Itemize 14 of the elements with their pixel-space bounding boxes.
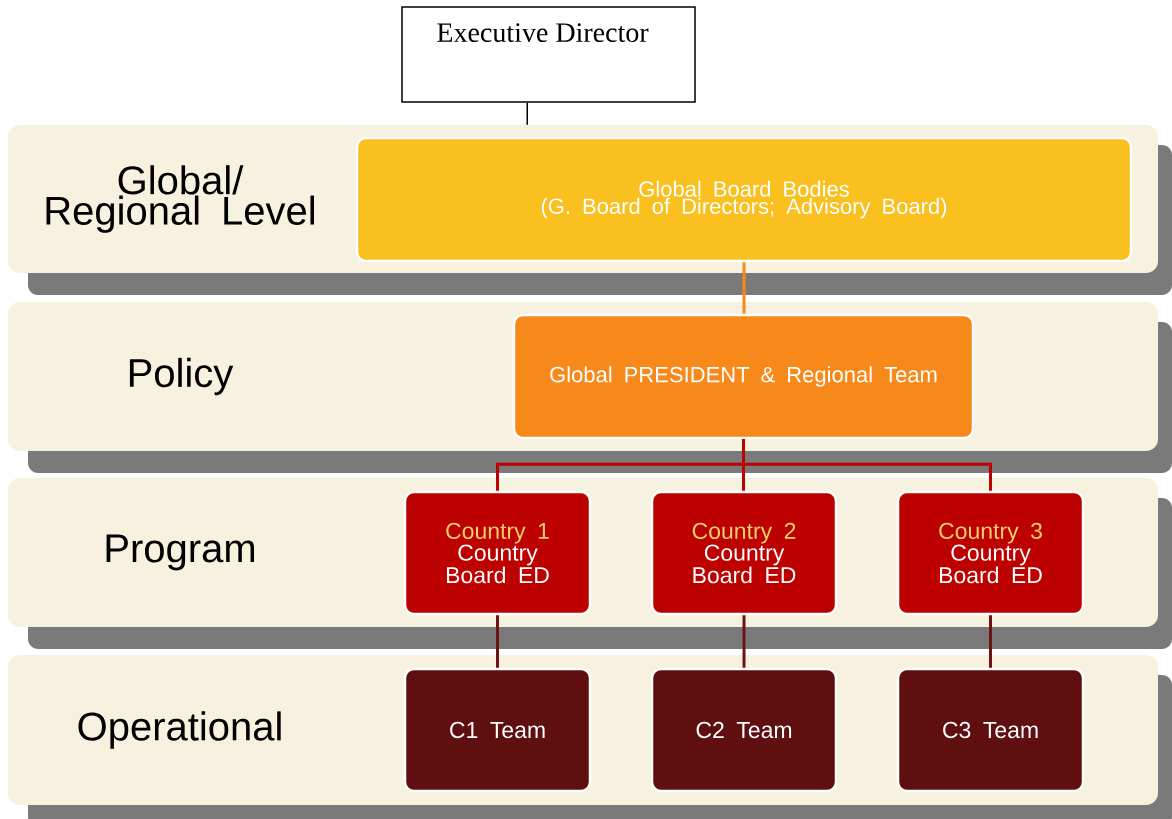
connector-line	[742, 615, 746, 668]
org-box: Global PRESIDENT & Regional Team	[512, 313, 975, 440]
org-box: C1 Team	[403, 667, 592, 793]
org-box: C2 Team	[650, 667, 838, 793]
org-box: C3 Team	[896, 667, 1085, 793]
connector-line	[989, 615, 992, 668]
connector-line	[742, 439, 992, 491]
org-box: Country 3 Country Board ED	[896, 490, 1085, 616]
org-box: Country 2 Country Board ED	[650, 490, 838, 616]
connector-line	[742, 262, 746, 314]
org-box: Global Board Bodies (G. Board of Directors; Advisory Board)	[355, 136, 1133, 263]
title-box: Executive Director	[401, 6, 696, 103]
connector-line	[496, 615, 499, 668]
org-box: Country 1 Country Board ED	[403, 490, 592, 616]
